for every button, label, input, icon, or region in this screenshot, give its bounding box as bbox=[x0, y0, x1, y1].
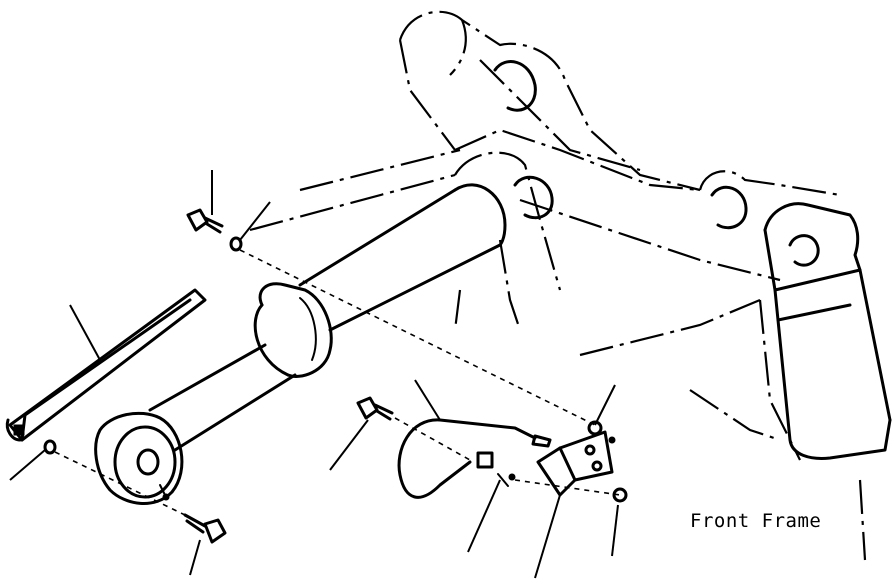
bolt-upper bbox=[186, 208, 224, 234]
washer-upper bbox=[229, 236, 243, 252]
hose-assembly bbox=[397, 418, 552, 499]
assembly-lines bbox=[54, 249, 621, 516]
hydraulic-cylinder bbox=[94, 183, 507, 506]
bolt-bracket bbox=[356, 396, 394, 421]
leader-lines bbox=[9, 170, 619, 579]
bracket-plate bbox=[536, 420, 628, 503]
front-frame-outline bbox=[249, 10, 892, 561]
washer-left bbox=[43, 439, 57, 455]
cover-channel bbox=[5, 288, 207, 442]
bolt-lower bbox=[183, 513, 227, 544]
front-frame-label: Front Frame bbox=[690, 510, 822, 532]
